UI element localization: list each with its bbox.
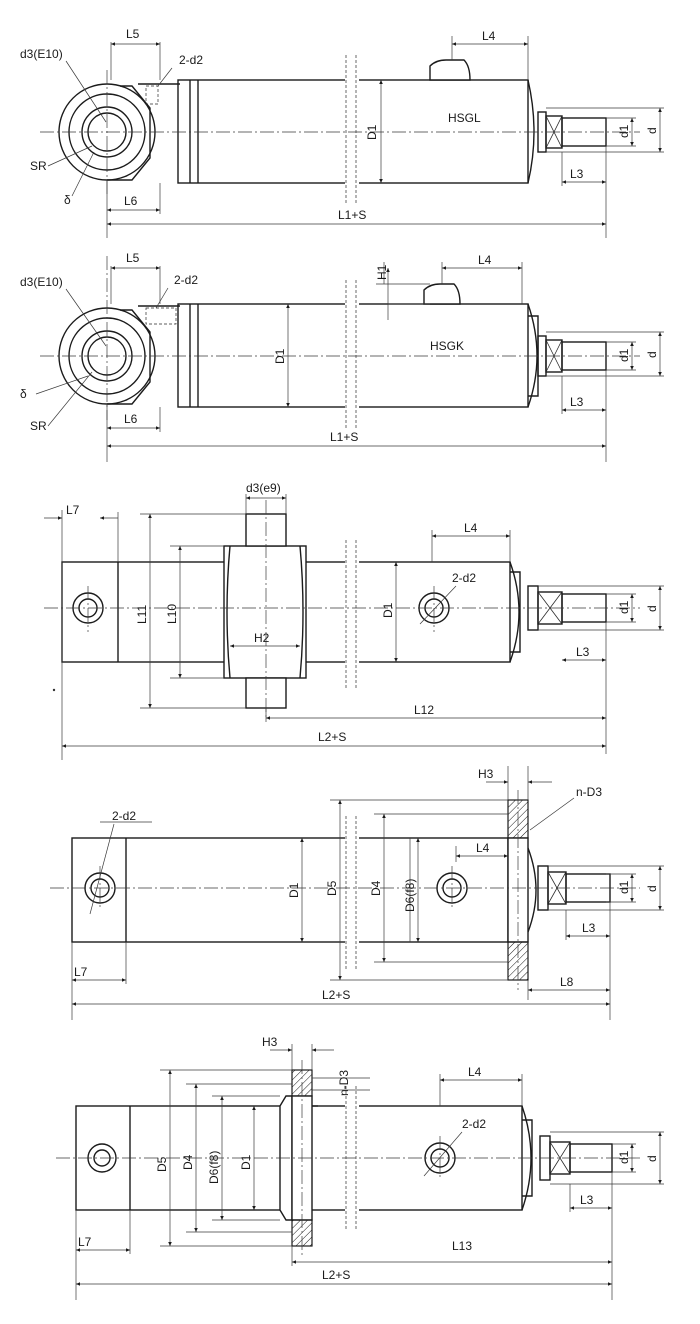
label-d: d [645,885,659,892]
label-d6-f8: D6(f8) [207,1151,221,1184]
label-l10: L10 [165,604,179,624]
label-l3: L3 [576,645,590,659]
label-d1-rod: d1 [617,600,631,614]
label-n-d3: n-D3 [337,1070,351,1096]
label-l1-s: L1+S [338,208,366,222]
label-2-d2: 2-d2 [462,1117,486,1131]
label-l13: L13 [452,1239,472,1253]
cylinder-barrel [71,799,537,981]
label-l4: L4 [476,841,490,855]
label-d3-e10: d3(E10) [20,275,63,289]
label-h3: H3 [262,1035,278,1049]
label-2-d2: 2-d2 [112,809,136,823]
label-sr: SR [30,419,47,433]
label-l4: L4 [482,29,496,43]
label-l7: L7 [66,503,80,517]
label-l2-s: L2+S [318,730,346,744]
view-hsgl: L5 2-d2 d3(E10) SR δ L6 L4 D1 HSGL d1 d … [20,27,664,238]
label-d3-e9: d3(e9) [246,481,281,495]
view-rear-flange: H3 n-D3 D5 D4 D6(f8) D1 L4 2-d2 d1 d L3 [50,766,664,1020]
cylinder-barrel [61,513,521,709]
label-d: d [645,127,659,134]
label-l4: L4 [464,521,478,535]
cylinder-barrel [177,55,535,205]
label-h3: H3 [478,767,494,781]
label-d5: D5 [155,1156,169,1172]
model-hsgl: HSGL [448,111,481,125]
label-d1-bore: D1 [239,1154,253,1170]
label-d1-rod: d1 [617,348,631,362]
label-delta: δ [20,387,27,401]
label-l4: L4 [468,1065,482,1079]
label-l6: L6 [124,412,138,426]
label-l4: L4 [478,253,492,267]
label-d: d [645,1155,659,1162]
model-hsgk: HSGK [430,339,464,353]
label-l6: L6 [124,194,138,208]
label-l12: L12 [414,703,434,717]
label-l7: L7 [78,1235,92,1249]
label-l7: L7 [74,965,88,979]
label-l5: L5 [126,251,140,265]
view-hsgk: L5 2-d2 d3(E10) δ SR L6 H1 L4 D1 HSGK d1… [20,251,664,462]
label-d5: D5 [325,880,339,896]
label-h1: H1 [375,264,389,280]
label-sr: SR [30,159,47,173]
label-l3: L3 [570,395,584,409]
label-d4: D4 [369,880,383,896]
label-d1-bore: D1 [287,882,301,898]
label-h2: H2 [254,631,270,645]
label-d1-bore: D1 [365,124,379,140]
label-d1-bore: D1 [273,348,287,364]
label-l3: L3 [582,921,596,935]
label-l2-s: L2+S [322,1268,350,1282]
label-2-d2: 2-d2 [452,571,476,585]
label-2-d2: 2-d2 [174,273,198,287]
label-d6-f8: D6(f8) [403,879,417,912]
label-n-d3: n-D3 [576,785,602,799]
rod-eye-end [58,305,180,405]
label-d1-rod: d1 [617,880,631,894]
view-trunnion-mount: L7 d3(e9) L11 L10 H2 D1 L4 2-d2 d1 d L3 [44,481,664,760]
cylinder-barrel [177,280,539,428]
label-d1-rod: d1 [617,1150,631,1164]
view-front-flange: H3 n-D3 D5 D4 D6(f8) D1 L4 2-d2 d1 d [56,1035,664,1300]
label-d: d [645,351,659,358]
label-l3: L3 [580,1193,594,1207]
label-l11: L11 [135,605,149,624]
label-l8: L8 [560,975,574,989]
label-l1-s: L1+S [330,430,358,444]
label-delta: δ [64,193,71,207]
label-d4: D4 [181,1154,195,1170]
label-d3-e10: d3(E10) [20,47,63,61]
label-d: d [645,605,659,612]
label-l5: L5 [126,27,140,41]
label-l3: L3 [570,167,584,181]
label-2-d2: 2-d2 [179,53,203,67]
label-d1-rod: d1 [617,124,631,138]
label-d1-bore: D1 [381,602,395,618]
label-l2-s: L2+S [322,988,350,1002]
